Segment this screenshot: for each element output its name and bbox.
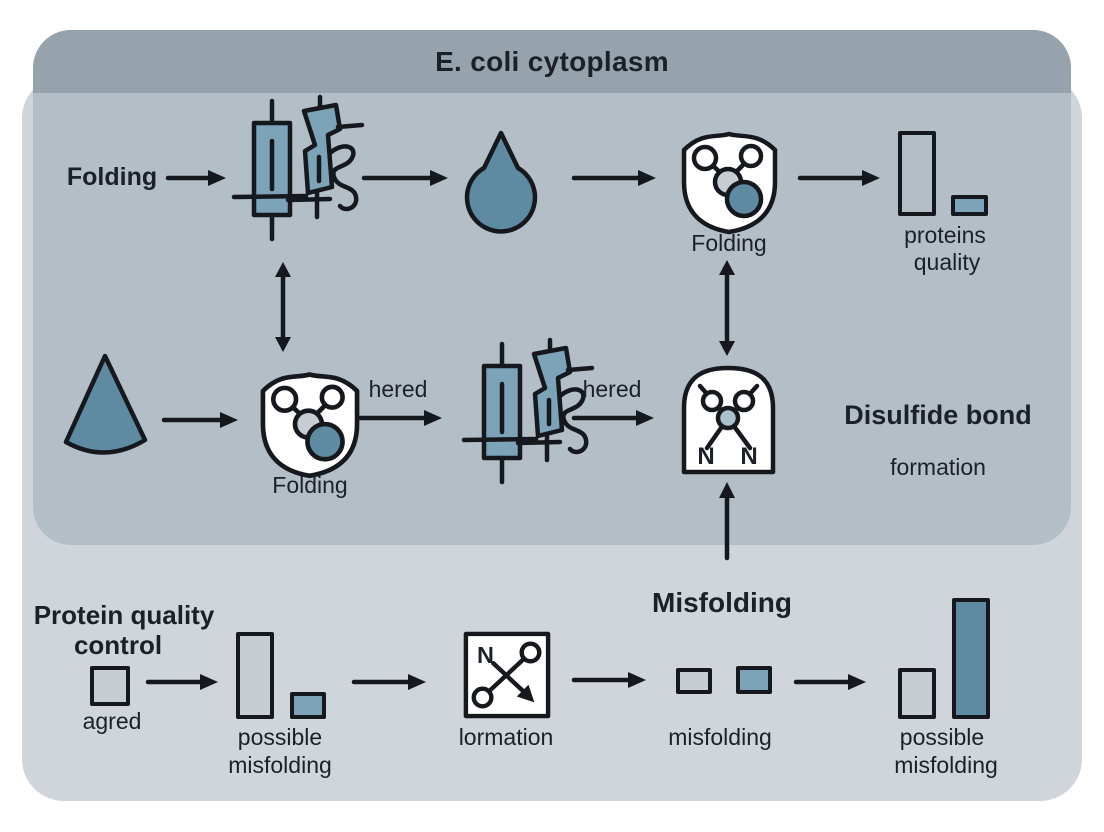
bar-chart-short-bar: [290, 692, 326, 719]
misfolding-square-gray: [676, 668, 712, 694]
nascent-chain-cone-icon: [63, 353, 148, 455]
hered-label-2: hered: [582, 376, 642, 402]
protein-structure-icon: [461, 337, 595, 485]
bar-chart-tall-bar: [898, 131, 936, 216]
box-n-letter: N: [477, 642, 494, 668]
chaperone-shield-icon: [260, 372, 360, 479]
protein-quality-heading-1: Protein quality: [33, 600, 215, 630]
chaperone-shield-icon: [681, 131, 778, 235]
quality-square-icon: [90, 666, 130, 706]
protein-quality-heading-2: control: [73, 630, 163, 660]
arrow-right-icon: [571, 170, 656, 186]
nn-right-letter: N: [740, 443, 757, 470]
arrow-right-icon: [165, 170, 226, 186]
protein-structure-icon: [231, 94, 365, 242]
bar-chart-tall-bar: [236, 632, 274, 719]
arrow-right-icon: [571, 410, 654, 426]
panel-header: E. coli cytoplasm: [33, 30, 1071, 93]
arrow-right-icon: [145, 674, 218, 690]
page-title: E. coli cytoplasm: [435, 45, 669, 77]
arrow-right-icon: [355, 410, 442, 426]
bars2-label-1: possible: [899, 724, 985, 750]
arrow-right-icon: [797, 170, 880, 186]
disulfide-label-2: formation: [890, 454, 986, 480]
bar-chart-short-bar: [951, 195, 988, 216]
square-label: agred: [82, 708, 142, 734]
hered-label-1: hered: [368, 376, 428, 402]
shield-top-label: Folding: [691, 230, 767, 256]
bars-top-label-2: quality: [913, 249, 981, 275]
misfolding-square-blue: [736, 666, 772, 694]
bars1-label-1: possible: [237, 724, 323, 750]
cytoplasm-panel: E. coli cytoplasm: [33, 30, 1071, 545]
disulfide-label-1: Disulfide bond: [844, 400, 1032, 430]
arrow-right-icon: [571, 672, 646, 688]
folding-start-label: Folding: [66, 163, 158, 191]
arrow-vertical-double-icon: [275, 262, 291, 352]
squares-label: misfolding: [668, 724, 772, 750]
bars-top-label-1: proteins: [904, 222, 986, 248]
molten-globule-droplet-icon: [464, 130, 538, 234]
nn-left-letter: N: [697, 443, 714, 470]
bars1-label-2: misfolding: [228, 752, 332, 778]
crossed-box-label: lormation: [458, 724, 554, 750]
arrow-right-icon: [161, 412, 238, 428]
bar-chart-short-bar: [898, 668, 936, 719]
arrow-right-icon: [351, 674, 426, 690]
arrow-right-icon: [361, 170, 448, 186]
misfolding-heading: Misfolding: [652, 587, 792, 618]
bar-chart-tall-bar: [952, 598, 990, 719]
arrow-right-icon: [793, 674, 866, 690]
arrow-up-icon: [719, 482, 735, 561]
arrow-vertical-double-icon: [719, 260, 735, 356]
bars2-label-2: misfolding: [894, 752, 998, 778]
disulfide-nn-icon: N N: [681, 365, 776, 475]
shield-mid-label: Folding: [272, 472, 348, 498]
crossed-interaction-icon: N: [463, 631, 551, 719]
